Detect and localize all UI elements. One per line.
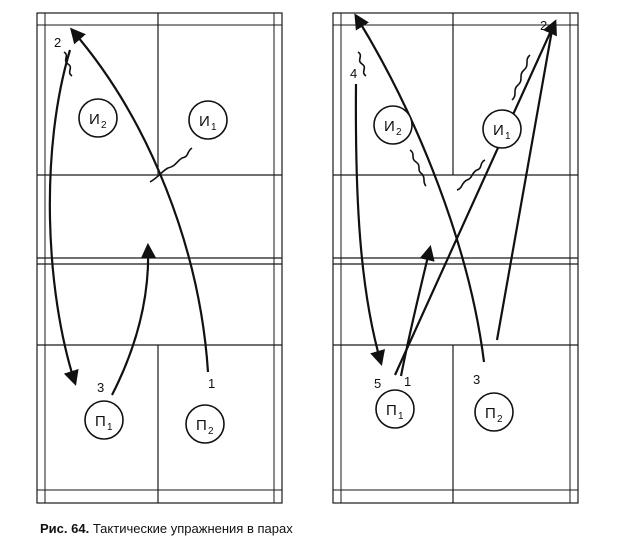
player-i2-right: И 2 (373, 105, 413, 145)
player-i1-left: И 1 (188, 100, 228, 140)
player-sub: 1 (505, 131, 511, 142)
left-path-1-to-2 (69, 27, 210, 373)
order-number: 2 (54, 35, 61, 50)
left-path-2-to-3 (48, 49, 79, 386)
player-sub: 2 (396, 127, 402, 138)
wavy-line-icon (511, 54, 531, 101)
player-sub: 1 (107, 422, 113, 433)
player-sub: 2 (101, 120, 107, 131)
right-path-1-to-2 (393, 19, 557, 376)
left-path-3-to-net (111, 242, 157, 396)
order-number: 4 (350, 66, 357, 81)
right-path-4-to-5 (354, 83, 385, 366)
order-number: 5 (374, 376, 381, 391)
order-number: 3 (97, 380, 104, 395)
player-base: И (199, 113, 210, 130)
figure-caption: Рис. 64. Тактические упражнения в парах (40, 521, 293, 536)
player-p1-left: П 1 (84, 400, 124, 440)
player-base: П (386, 402, 397, 419)
left-court: И 2 И 1 П 1 П 2 2 3 1 (36, 12, 283, 504)
player-i1-right: И 1 (482, 109, 522, 149)
order-number: 3 (473, 372, 480, 387)
right-path-2-to-3 (495, 29, 554, 341)
player-base: П (485, 405, 496, 422)
caption-label: Рис. 64. (40, 521, 90, 536)
caption-text: Тактические упражнения в парах (92, 521, 293, 536)
player-sub: 1 (398, 411, 404, 422)
player-base: П (196, 417, 207, 434)
player-p2-left: П 2 (185, 404, 225, 444)
player-sub: 1 (211, 122, 217, 133)
right-path-3-to-4 (354, 13, 486, 363)
player-base: И (89, 111, 100, 128)
player-p2-right: П 2 (474, 392, 514, 432)
player-base: И (493, 122, 504, 139)
order-number: 2 (540, 18, 547, 33)
player-base: П (95, 413, 106, 430)
player-base: И (384, 118, 395, 135)
wavy-line-icon (456, 159, 486, 191)
wavy-line-icon (409, 149, 427, 187)
player-i2-left: И 2 (78, 98, 118, 138)
figure-diagram: И 2 И 1 П 1 П 2 2 3 1 (36, 12, 579, 504)
wavy-line-icon (63, 51, 73, 77)
player-sub: 2 (497, 414, 503, 425)
wavy-line-icon (149, 147, 193, 183)
right-path-5-to-net (399, 245, 435, 377)
player-sub: 2 (208, 426, 214, 437)
order-number: 1 (208, 376, 215, 391)
wavy-line-icon (357, 51, 367, 77)
player-p1-right: П 1 (375, 389, 415, 429)
right-court: И 2 И 1 П 1 П 2 2 4 5 1 3 (332, 12, 579, 504)
order-number: 1 (404, 374, 411, 389)
